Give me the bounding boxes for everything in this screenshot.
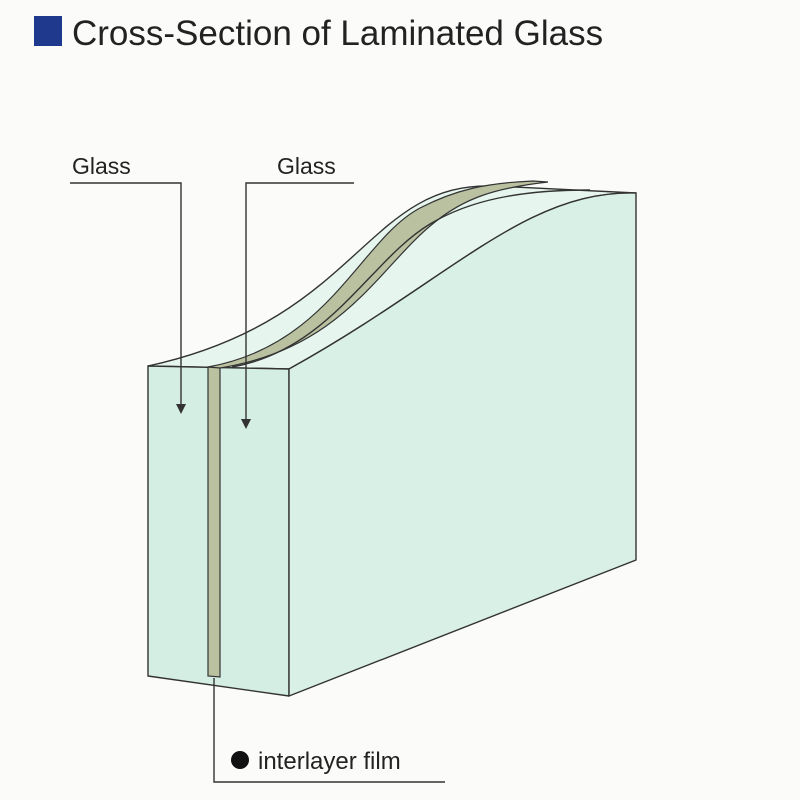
- title-marker-square: [34, 16, 62, 46]
- glass-right-arrowhead: [241, 419, 251, 429]
- interlayer-bullet-dot: [231, 751, 249, 769]
- page-title: Cross-Section of Laminated Glass: [72, 14, 603, 53]
- glass-left-label: Glass: [72, 153, 131, 179]
- diagram-title: Cross-Section of Laminated Glass: [34, 14, 603, 53]
- glass-left-arrowhead: [176, 404, 186, 414]
- interlayer-leader-line: [213, 678, 445, 783]
- glass-block: [147, 180, 637, 697]
- interlayer-film-front: [207, 366, 221, 678]
- interlayer-callout: interlayer film: [213, 678, 445, 783]
- glass-right-label: Glass: [277, 153, 336, 179]
- glass-right-leader-line: [245, 182, 354, 423]
- glass-left-leader-line: [70, 182, 182, 408]
- glass-top-edge-line: [231, 189, 591, 368]
- glass-side-face: [288, 192, 637, 697]
- glass-left-callout: Glass: [70, 153, 186, 414]
- glass-right-callout: Glass: [241, 153, 354, 429]
- interlayer-label: interlayer film: [258, 748, 401, 775]
- interlayer-film-top: [207, 180, 549, 369]
